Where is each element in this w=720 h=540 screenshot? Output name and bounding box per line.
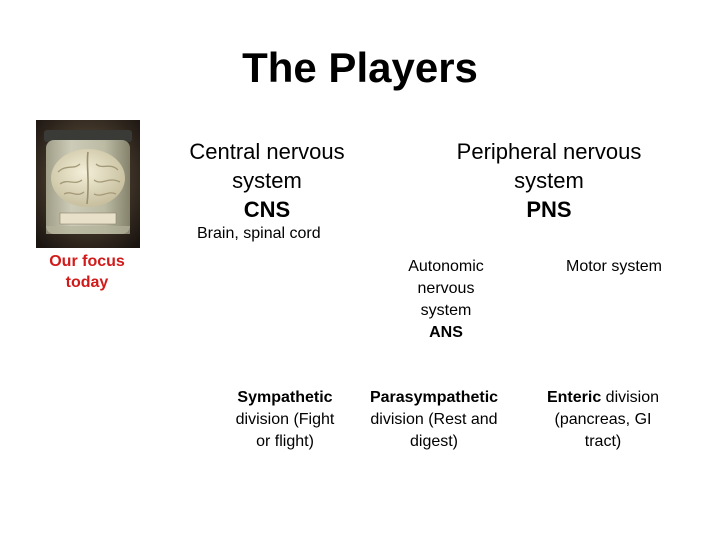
parasympathetic-node: Parasympathetic division (Rest and diges… xyxy=(356,387,512,453)
ans-line1: Autonomic xyxy=(408,258,484,275)
sympathetic-node: Sympathetic division (Fight or flight) xyxy=(222,387,348,453)
cns-abbr: CNS xyxy=(243,197,291,222)
cns-parts: Brain, spinal cord xyxy=(197,225,321,242)
cns-node: Central nervous system CNS xyxy=(166,137,368,224)
enteric-line2: (pancreas, GI xyxy=(554,411,652,428)
sympathetic-line3: or flight) xyxy=(256,433,314,450)
parasympathetic-line3: digest) xyxy=(409,433,459,450)
pns-name-line1: Peripheral nervous xyxy=(456,139,642,164)
our-focus-line1: Our focus xyxy=(49,253,125,270)
pns-abbr: PNS xyxy=(526,197,572,222)
enteric-node: Enteric division (pancreas, GI tract) xyxy=(530,387,676,453)
sympathetic-line2: division (Fight xyxy=(235,411,335,428)
slide-title: The Players xyxy=(242,44,478,91)
ans-line2: nervous xyxy=(417,280,475,297)
cns-name-line2: system xyxy=(232,168,302,193)
brain-jar-illustration xyxy=(36,120,140,248)
cns-name-line1: Central nervous xyxy=(189,139,345,164)
our-focus-line2: today xyxy=(65,274,109,291)
pns-node: Peripheral nervous system PNS xyxy=(434,137,664,224)
sympathetic-bold: Sympathetic xyxy=(237,389,333,406)
enteric-rest: division xyxy=(601,389,660,406)
ans-abbr: ANS xyxy=(429,324,463,341)
enteric-line1: Enteric division xyxy=(530,387,676,409)
ans-node: Autonomic nervous system ANS xyxy=(396,256,496,344)
motor-system-label: Motor system xyxy=(565,258,662,275)
parasympathetic-line2: division (Rest and xyxy=(370,411,498,428)
motor-system-node: Motor system xyxy=(548,256,680,278)
brain-jar-image xyxy=(36,120,140,248)
our-focus-note: Our focus today xyxy=(30,251,144,293)
parasympathetic-bold: Parasympathetic xyxy=(369,389,499,406)
enteric-bold: Enteric xyxy=(546,389,602,406)
pns-name-line2: system xyxy=(514,168,584,193)
ans-line3: system xyxy=(420,302,472,319)
enteric-line3: tract) xyxy=(584,433,622,450)
